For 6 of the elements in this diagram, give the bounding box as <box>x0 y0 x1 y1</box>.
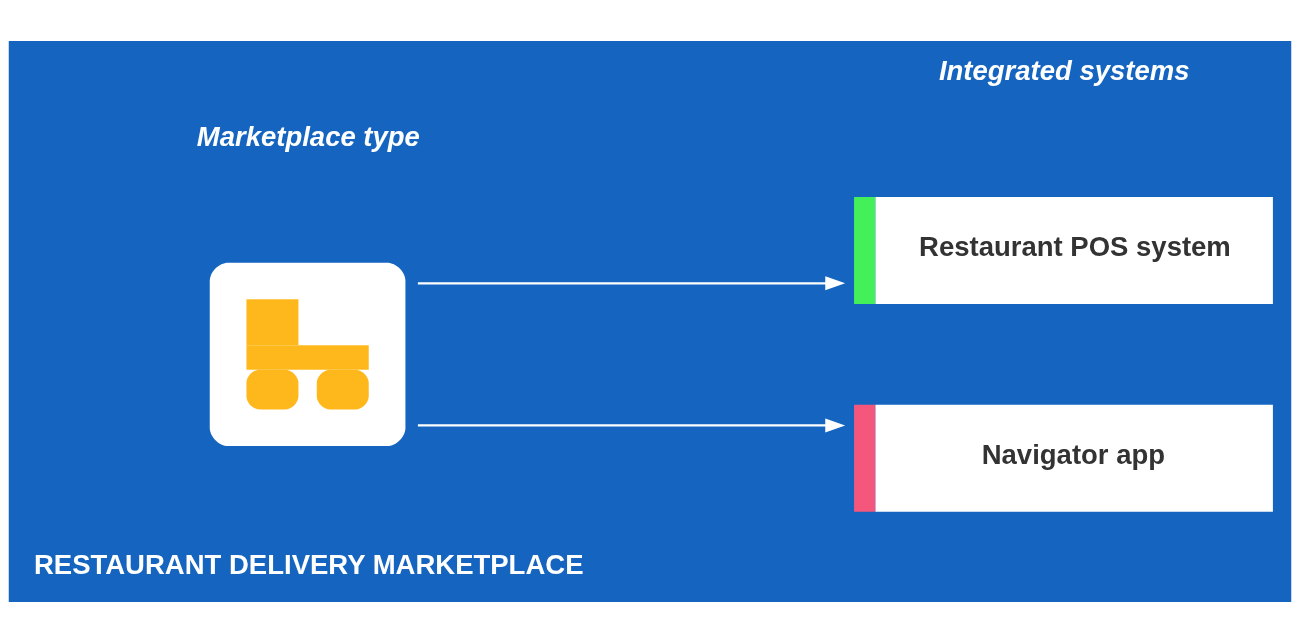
arrow <box>417 276 846 291</box>
node-label: RESTAURANT DELIVERY MARKETPLACE <box>33 548 584 580</box>
node-picture <box>209 262 406 447</box>
arrow <box>417 418 846 433</box>
label: Marketplace type <box>196 120 420 152</box>
label: Integrated systems <box>938 54 1190 86</box>
